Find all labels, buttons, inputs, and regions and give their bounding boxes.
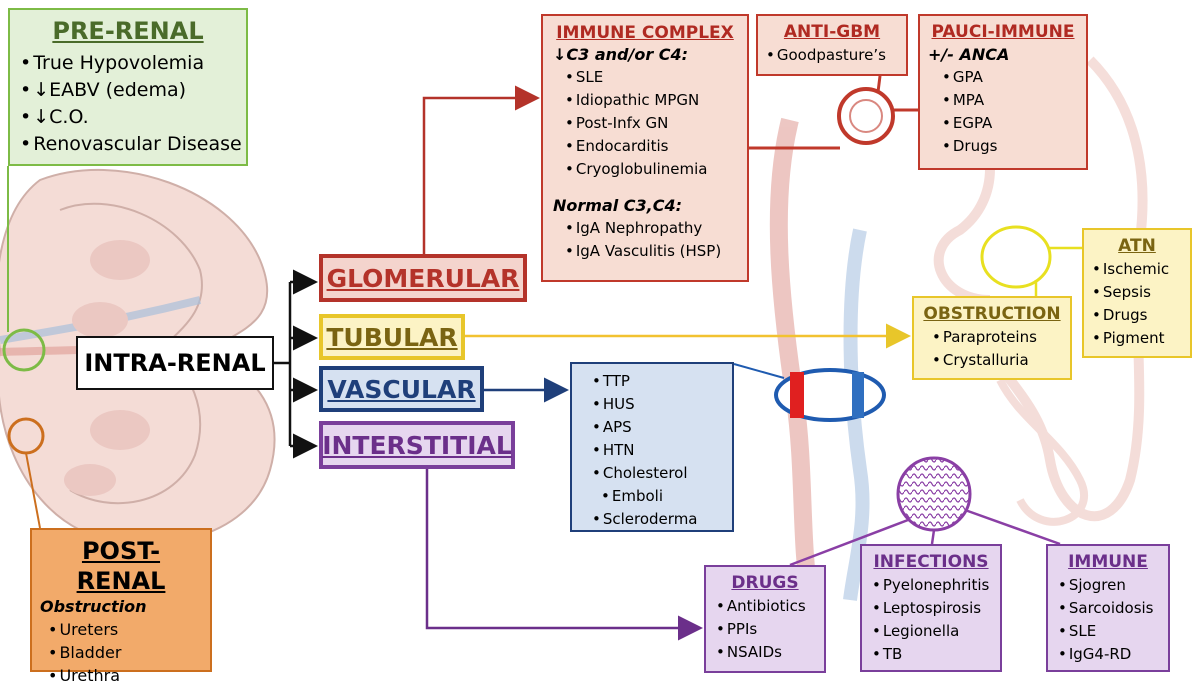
vascular-causes-list: TTP HUS APS HTN Cholesterol Emboli Scler… xyxy=(592,370,722,531)
intrarenal-box: INTRA-RENAL xyxy=(76,336,274,390)
list-item: Drugs xyxy=(942,135,1078,158)
list-item: Legionella xyxy=(872,620,990,643)
list-item: ↓EABV (edema) xyxy=(20,77,236,104)
atn-title: ATN xyxy=(1118,236,1156,256)
postrenal-box: POST-RENAL Obstruction Ureters Bladder U… xyxy=(30,528,212,685)
list-item: MPA xyxy=(942,89,1078,112)
immune-complex-title: IMMUNE COMPLEX xyxy=(556,23,734,43)
list-item: Ureters xyxy=(48,618,202,641)
vascular-causes-box: TTP HUS APS HTN Cholesterol Emboli Scler… xyxy=(570,362,734,532)
list-item: Sarcoidosis xyxy=(1058,597,1158,620)
list-item-continuation: Emboli xyxy=(592,485,722,508)
prerenal-title: PRE-RENAL xyxy=(52,17,204,45)
drugs-title: DRUGS xyxy=(731,573,799,593)
anti-gbm-title: ANTI-GBM xyxy=(783,22,881,42)
list-item: Renovascular Disease xyxy=(20,131,241,158)
list-item: PPIs xyxy=(716,618,814,641)
tubule-highlight-circle xyxy=(980,225,1052,289)
list-item: Cholesterol xyxy=(592,462,722,485)
low-complement-header: ↓C3 and/or C4: xyxy=(553,45,689,64)
list-item: IgA Nephropathy xyxy=(565,217,737,240)
list-item: APS xyxy=(592,416,722,439)
immune-title: IMMUNE xyxy=(1068,552,1148,572)
obstruction-title: OBSTRUCTION xyxy=(923,304,1061,324)
infections-title: INFECTIONS xyxy=(873,552,989,572)
vascular-box: VASCULAR xyxy=(319,366,484,412)
pauci-immune-list: GPA MPA EGPA Drugs xyxy=(942,66,1078,158)
list-item: Goodpasture’s xyxy=(766,44,898,66)
atn-list: Ischemic Sepsis Drugs Pigment xyxy=(1092,258,1182,350)
list-item: True Hypovolemia xyxy=(20,50,236,77)
tubular-box: TUBULAR xyxy=(319,314,465,360)
interstitium-highlight-circle xyxy=(896,456,972,532)
glomerular-box: GLOMERULAR xyxy=(319,254,527,302)
pauci-immune-box: PAUCI-IMMUNE +/- ANCA GPA MPA EGPA Drugs xyxy=(918,14,1088,170)
list-item: TTP xyxy=(592,370,722,393)
infections-box: INFECTIONS Pyelonephritis Leptospirosis … xyxy=(860,544,1002,672)
list-item: Scleroderma xyxy=(592,508,722,531)
postrenal-title: POST-RENAL xyxy=(76,537,166,595)
anti-gbm-list: Goodpasture’s xyxy=(766,44,898,66)
list-item: IgG4-RD xyxy=(1058,643,1158,666)
atn-box: ATN Ischemic Sepsis Drugs Pigment xyxy=(1082,228,1192,358)
glomerulus-highlight-circle xyxy=(837,87,895,145)
list-item: IgA Vasculitis (HSP) xyxy=(565,240,737,263)
postrenal-subtitle: Obstruction xyxy=(40,597,147,616)
list-item: Pigment xyxy=(1092,327,1182,350)
list-item: SLE xyxy=(1058,620,1158,643)
immune-box: IMMUNE Sjogren Sarcoidosis SLE IgG4-RD xyxy=(1046,544,1170,672)
list-item: Drugs xyxy=(1092,304,1182,327)
list-item: Antibiotics xyxy=(716,595,814,618)
list-item: GPA xyxy=(942,66,1078,89)
postrenal-list: Ureters Bladder Urethra xyxy=(48,618,202,687)
list-item: Sepsis xyxy=(1092,281,1182,304)
prerenal-list: True Hypovolemia ↓EABV (edema) ↓C.O. Ren… xyxy=(20,50,241,158)
list-item: Bladder xyxy=(48,641,202,664)
infections-list: Pyelonephritis Leptospirosis Legionella … xyxy=(872,574,990,666)
low-complement-list: SLE Idiopathic MPGN Post-Infx GN Endocar… xyxy=(565,66,737,181)
immune-list: Sjogren Sarcoidosis SLE IgG4-RD xyxy=(1058,574,1158,666)
list-item: Ischemic xyxy=(1092,258,1182,281)
list-item: Post-Infx GN xyxy=(565,112,737,135)
drugs-list: Antibiotics PPIs NSAIDs xyxy=(716,595,814,664)
anti-gbm-box: ANTI-GBM Goodpasture’s xyxy=(756,14,908,76)
normal-complement-list: IgA Nephropathy IgA Vasculitis (HSP) xyxy=(565,217,737,263)
interstitial-box: INTERSTITIAL xyxy=(319,421,515,469)
normal-complement-header: Normal C3,C4: xyxy=(553,196,683,215)
pauci-immune-title: PAUCI-IMMUNE xyxy=(931,22,1075,42)
obstruction-box: OBSTRUCTION Paraproteins Crystalluria xyxy=(912,296,1072,380)
list-item: Idiopathic MPGN xyxy=(565,89,737,112)
list-item: Leptospirosis xyxy=(872,597,990,620)
list-item: NSAIDs xyxy=(716,641,814,664)
obstruction-list: Paraproteins Crystalluria xyxy=(932,326,1062,372)
list-item: HTN xyxy=(592,439,722,462)
list-item: Paraproteins xyxy=(932,326,1062,349)
prerenal-highlight-circle xyxy=(2,328,46,372)
prerenal-box: PRE-RENAL True Hypovolemia ↓EABV (edema)… xyxy=(8,8,248,166)
list-item: ↓C.O. xyxy=(20,104,236,131)
list-item: Crystalluria xyxy=(932,349,1062,372)
list-item: Cryoglobulinemia xyxy=(565,158,737,181)
list-item: Endocarditis xyxy=(565,135,737,158)
list-item: Urethra xyxy=(48,664,202,687)
list-item: TB xyxy=(872,643,990,666)
pauci-immune-subtitle: +/- ANCA xyxy=(928,45,1010,64)
list-item: Sjogren xyxy=(1058,574,1158,597)
list-item: Pyelonephritis xyxy=(872,574,990,597)
drugs-box: DRUGS Antibiotics PPIs NSAIDs xyxy=(704,565,826,673)
list-item: HUS xyxy=(592,393,722,416)
immune-complex-box: IMMUNE COMPLEX ↓C3 and/or C4: SLE Idiopa… xyxy=(541,14,749,282)
list-item: SLE xyxy=(565,66,737,89)
list-item: EGPA xyxy=(942,112,1078,135)
